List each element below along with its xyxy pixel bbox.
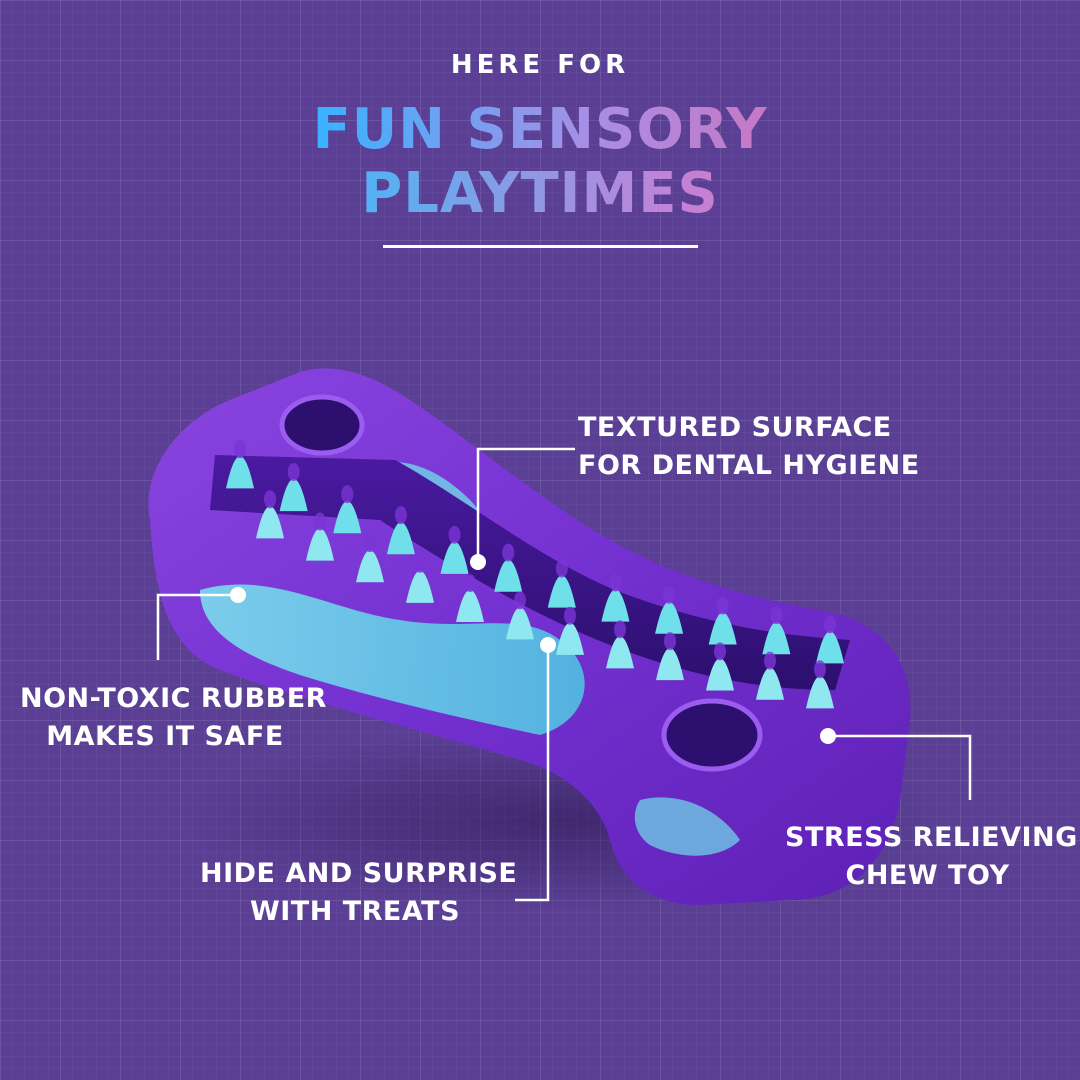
toy-spike — [456, 589, 484, 623]
treat-hole-left-rim — [279, 394, 365, 456]
toy-spike-tip — [287, 462, 300, 481]
toy-spike — [333, 500, 362, 534]
headline-line-2: PLAYTIMES — [0, 162, 1080, 226]
toy-spike — [708, 612, 737, 645]
toy-spike — [762, 622, 791, 655]
toy-aqua-swirl — [200, 584, 585, 735]
treat-hole-right — [664, 701, 760, 769]
callout-hide-treats: HIDE AND SURPRISE WITH TREATS — [200, 855, 518, 931]
headline-divider — [383, 245, 698, 248]
callout-line: FOR DENTAL HYGIENE — [578, 450, 920, 481]
toy-spike-tip — [364, 534, 376, 553]
toy-spike-tip — [663, 585, 676, 604]
toy-spike-tip — [314, 512, 326, 531]
treat-hole-left — [282, 397, 362, 453]
toy-spike — [440, 541, 469, 574]
callout-line: NON-TOXIC RUBBER — [20, 683, 327, 714]
toy-spike-tip — [614, 620, 626, 639]
callout-textured-surface: TEXTURED SURFACE FOR DENTAL HYGIENE — [578, 409, 920, 485]
toy-spike — [806, 676, 834, 709]
callout-non-toxic-rubber: NON-TOXIC RUBBER MAKES IT SAFE — [20, 680, 327, 756]
callout-stress-relieving: STRESS RELIEVING CHEW TOY — [785, 819, 1078, 895]
toy-spike — [656, 647, 684, 681]
toy-spike — [226, 456, 254, 489]
toy-spike — [816, 631, 844, 664]
callout-line: WITH TREATS — [249, 896, 461, 927]
toy-spike-tip — [764, 651, 776, 670]
toy-spikes — [226, 440, 844, 709]
toy-spike-tip — [814, 660, 826, 679]
toy-spike-tip — [464, 573, 476, 592]
callout-line: TEXTURED SURFACE — [578, 412, 892, 443]
toy-spike-tip — [824, 615, 836, 634]
toy-aqua-swirl — [634, 797, 740, 856]
toy-spike — [256, 506, 284, 539]
callout-line: CHEW TOY — [845, 860, 1010, 891]
toy-spike-tip — [609, 573, 622, 592]
toy-spike — [406, 570, 434, 603]
toy-spike-tip — [264, 490, 276, 509]
toy-spike — [279, 478, 308, 512]
toy-spike-tip — [564, 606, 576, 625]
toy-spike — [356, 550, 384, 583]
toy-spike-tip — [555, 559, 568, 578]
toy-spike — [655, 601, 684, 634]
toy-spike-tip — [414, 554, 426, 573]
toy-spike-tip — [716, 596, 729, 615]
callout-line: HIDE AND SURPRISE — [200, 858, 518, 889]
toy-spike-tip — [448, 525, 461, 544]
toy-trough — [210, 455, 850, 690]
toy-spike — [706, 658, 734, 691]
toy-spike — [506, 607, 534, 640]
toy-spike-tip — [514, 591, 526, 610]
toy-spike — [606, 636, 634, 669]
kicker-text: HERE FOR — [450, 50, 630, 80]
headline-line-1: FUN SENSORY — [0, 98, 1080, 162]
toy-spike-tip — [234, 440, 246, 459]
toy-spike-tip — [770, 606, 783, 625]
toy-spike — [756, 667, 784, 700]
toy-spike-tip — [502, 543, 515, 562]
callout-line: STRESS RELIEVING — [785, 822, 1078, 853]
toy-spike — [547, 575, 576, 608]
toy-spike-tip — [664, 632, 676, 651]
treat-hole-right-rim — [661, 698, 763, 772]
toy-spike-tip — [714, 642, 726, 661]
toy-spike — [306, 528, 334, 561]
toy-spike-tip — [341, 485, 354, 504]
toy-spike-tip — [394, 506, 407, 525]
toy-spike — [494, 559, 523, 592]
toy-spike — [556, 622, 584, 655]
callout-line: MAKES IT SAFE — [46, 721, 284, 752]
toy-spike — [386, 522, 415, 555]
toy-spike — [601, 589, 630, 622]
